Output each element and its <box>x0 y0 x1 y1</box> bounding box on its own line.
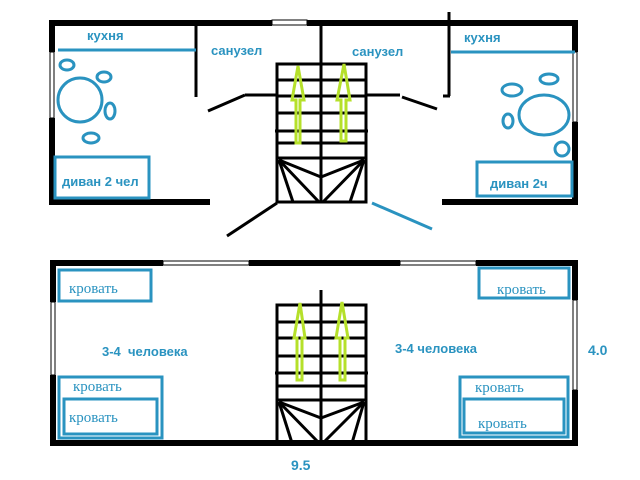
window <box>49 51 55 119</box>
window <box>162 260 250 266</box>
winder <box>277 158 321 204</box>
bed <box>462 397 566 435</box>
chair <box>538 72 560 86</box>
winder <box>350 401 366 444</box>
bathroom-label: санузел <box>352 44 403 59</box>
upper-arrows <box>290 63 352 145</box>
bed-label: кровать <box>478 416 527 432</box>
bed <box>458 375 570 439</box>
capacity-label: 3-4 человека <box>102 344 188 359</box>
lower-furniture <box>57 266 571 440</box>
window <box>271 19 308 26</box>
winder <box>277 400 321 445</box>
upper-walls <box>49 20 578 205</box>
sofa <box>475 160 574 198</box>
winder <box>348 159 366 203</box>
chair <box>500 82 524 98</box>
upper-stairs <box>275 62 368 204</box>
chair <box>501 112 515 130</box>
upper-furniture <box>53 48 575 200</box>
bed-label: кровать <box>475 380 524 396</box>
width-dimension: 9.5 <box>291 457 311 473</box>
arrow-up-icon <box>292 302 307 382</box>
bed-label: кровать <box>69 281 118 297</box>
capacity-label: 3-4 человека <box>395 341 478 356</box>
bed-label: кровать <box>69 410 118 426</box>
window <box>50 301 56 376</box>
winder <box>321 158 366 204</box>
winder <box>320 158 365 179</box>
kitchen-label: кухня <box>464 30 501 45</box>
bed <box>57 375 164 440</box>
window <box>572 299 578 391</box>
winder <box>320 400 365 420</box>
table <box>56 76 104 124</box>
door <box>207 93 246 113</box>
bed-label: кровать <box>73 379 122 395</box>
bathroom-label: санузел <box>211 43 262 58</box>
door <box>401 95 438 111</box>
sofa-label: диван 2 чел <box>62 174 139 189</box>
lower-floor: кровать кровать кровать кровать кровать … <box>50 260 608 473</box>
depth-dimension: 4.0 <box>588 342 608 358</box>
bed <box>57 268 153 303</box>
chair <box>103 101 117 121</box>
chair <box>58 58 76 72</box>
bed-label: кровать <box>497 282 546 298</box>
kitchen-label: кухня <box>87 28 124 43</box>
winder <box>278 158 322 179</box>
chair <box>553 140 571 158</box>
winder <box>278 400 322 420</box>
bed <box>62 397 159 436</box>
door <box>371 201 433 231</box>
winder <box>277 159 295 203</box>
bed <box>477 266 571 300</box>
lower-windows <box>50 260 578 391</box>
winder <box>277 401 294 444</box>
sofa <box>53 155 151 200</box>
chair <box>81 131 101 145</box>
window <box>572 51 578 123</box>
chair <box>95 70 113 84</box>
winder <box>321 400 366 445</box>
door <box>226 201 278 238</box>
arrow-up-icon <box>334 301 350 382</box>
stair-frame <box>275 62 368 204</box>
lower-stairs <box>275 290 368 445</box>
upper-floor: кухня санузел диван 2 чел санузел кухня … <box>49 12 578 238</box>
arrow-up-icon <box>335 63 352 143</box>
table <box>517 93 571 137</box>
sofa-label: диван 2ч <box>490 176 548 191</box>
window <box>399 260 477 266</box>
lower-arrows <box>292 301 350 382</box>
arrow-up-icon <box>290 65 306 145</box>
